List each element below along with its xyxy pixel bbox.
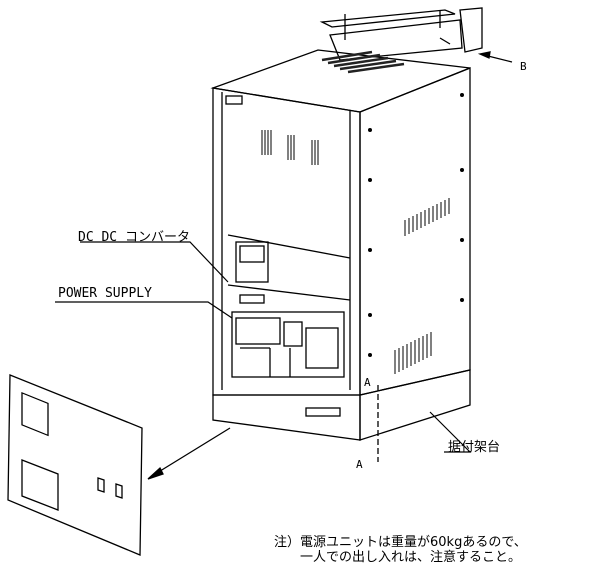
- section-a-bottom-label: A: [356, 458, 363, 471]
- installation-base: [212, 394, 361, 441]
- side-vents: [394, 198, 450, 374]
- power-supply-unit: [231, 311, 345, 378]
- dcdc-converter-label: DC DC コンバータ: [78, 230, 190, 245]
- view-b-label: B: [520, 60, 527, 73]
- top-vent: [321, 50, 405, 74]
- installation-base-label: 据付架台: [448, 440, 501, 455]
- top-rails: [319, 7, 483, 61]
- front-vents: [261, 130, 319, 165]
- power-supply-label: POWER SUPPLY: [58, 286, 152, 301]
- note-line-1: 注）電源ユニットは重量が60kgあるので、: [274, 535, 527, 550]
- weight-warning-note: 注）電源ユニットは重量が60kgあるので、 一人での出し入れは、注意すること。: [274, 535, 527, 565]
- section-a-top-label: A: [364, 376, 371, 389]
- note-line-2: 一人での出し入れは、注意すること。: [300, 550, 522, 565]
- removal-arrow: [151, 427, 231, 477]
- removed-front-panel: [7, 374, 143, 556]
- dcdc-converter: [235, 241, 269, 283]
